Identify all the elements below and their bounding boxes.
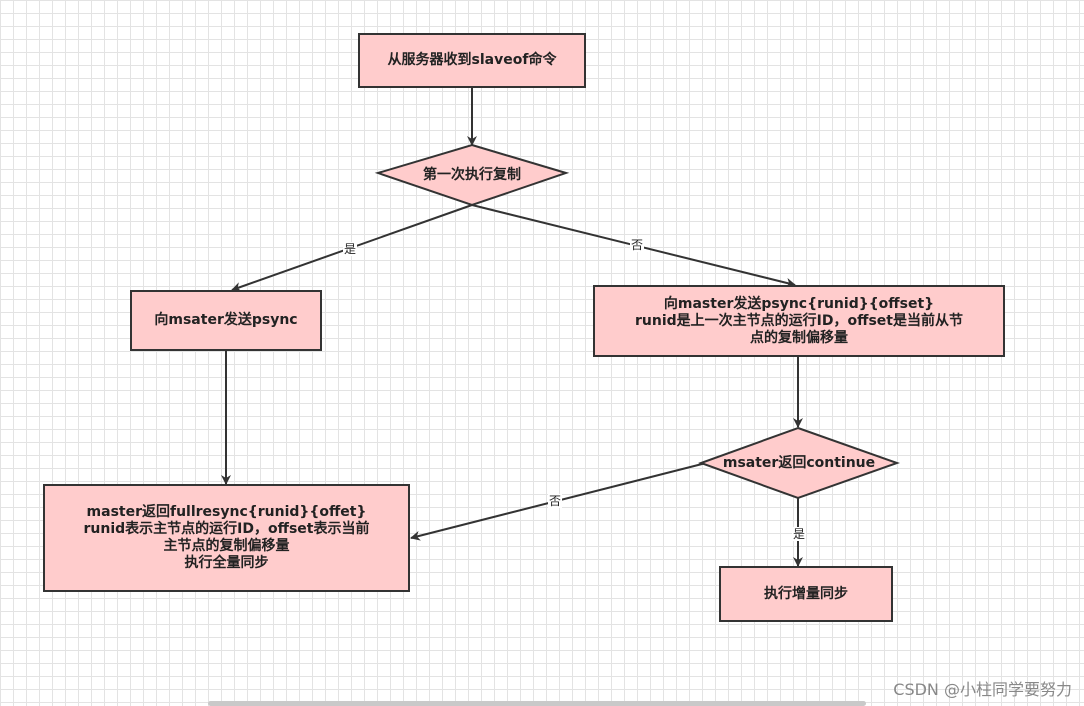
node-first-time [374,143,570,207]
node-continue-check [698,426,901,500]
node-start [358,33,586,88]
edge-label-no-right: 否 [630,238,645,252]
edge-label-no-continue: 否 [548,494,563,508]
edge-label-yes-left: 是 [343,242,358,256]
node-send-psync-args [593,285,1005,357]
horizontal-scrollbar[interactable] [208,701,866,706]
node-full-resync [43,484,410,592]
node-partial-sync [719,566,893,622]
node-send-psync [130,290,322,351]
watermark: CSDN @小柱同学要努力 [893,680,1072,699]
edge-label-yes-continue: 是 [792,527,807,541]
